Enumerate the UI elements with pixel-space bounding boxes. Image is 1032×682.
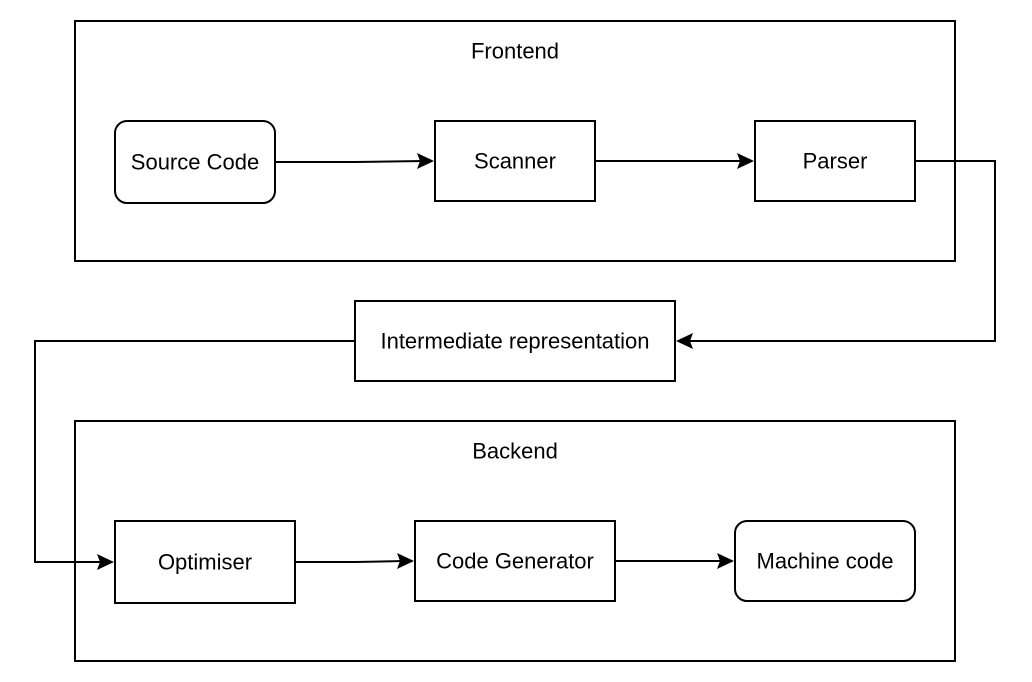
edge-parser-to-intermediate	[676, 160, 996, 349]
arrowhead	[397, 553, 414, 569]
node-machine-code-box	[734, 520, 916, 602]
arrowhead	[737, 153, 754, 169]
node-source-code-label: Source Code	[131, 150, 259, 175]
backend-group-label: Backend	[472, 439, 558, 464]
node-optimiser: Optimiser	[114, 520, 296, 604]
edge-scanner-to-parser	[595, 153, 754, 169]
node-machine-code: Machine code	[734, 520, 916, 602]
arrowhead	[97, 554, 114, 570]
node-intermediate-representation: Intermediate representation	[354, 300, 676, 382]
edge-optimiser-to-code-generator	[295, 553, 414, 569]
edge-line	[275, 160, 425, 163]
edge-line	[686, 160, 996, 342]
edge-line	[295, 560, 405, 563]
arrowhead	[417, 153, 434, 169]
edge-intermediate-to-optimiser	[34, 340, 355, 570]
node-source-code-box	[114, 120, 276, 204]
edge-code-generator-to-machine-code	[615, 553, 734, 569]
node-parser: Parser	[754, 120, 916, 202]
node-intermediate-representation-box	[354, 300, 676, 382]
node-optimiser-label: Optimiser	[158, 550, 252, 575]
edge-line	[34, 340, 355, 563]
node-code-generator: Code Generator	[414, 520, 616, 602]
node-intermediate-representation-label: Intermediate representation	[380, 329, 649, 354]
node-scanner-label: Scanner	[474, 149, 556, 174]
frontend-group-label: Frontend	[471, 39, 559, 64]
node-code-generator-label: Code Generator	[436, 549, 594, 574]
node-source-code: Source Code	[114, 120, 276, 204]
node-scanner: Scanner	[434, 120, 596, 202]
node-scanner-box	[434, 120, 596, 202]
node-optimiser-box	[114, 520, 296, 604]
node-machine-code-label: Machine code	[757, 549, 894, 574]
edge-source-code-to-scanner	[275, 153, 434, 169]
node-parser-label: Parser	[803, 149, 868, 174]
node-parser-box	[754, 120, 916, 202]
arrowhead	[717, 553, 734, 569]
node-code-generator-box	[414, 520, 616, 602]
arrowhead	[676, 333, 693, 349]
